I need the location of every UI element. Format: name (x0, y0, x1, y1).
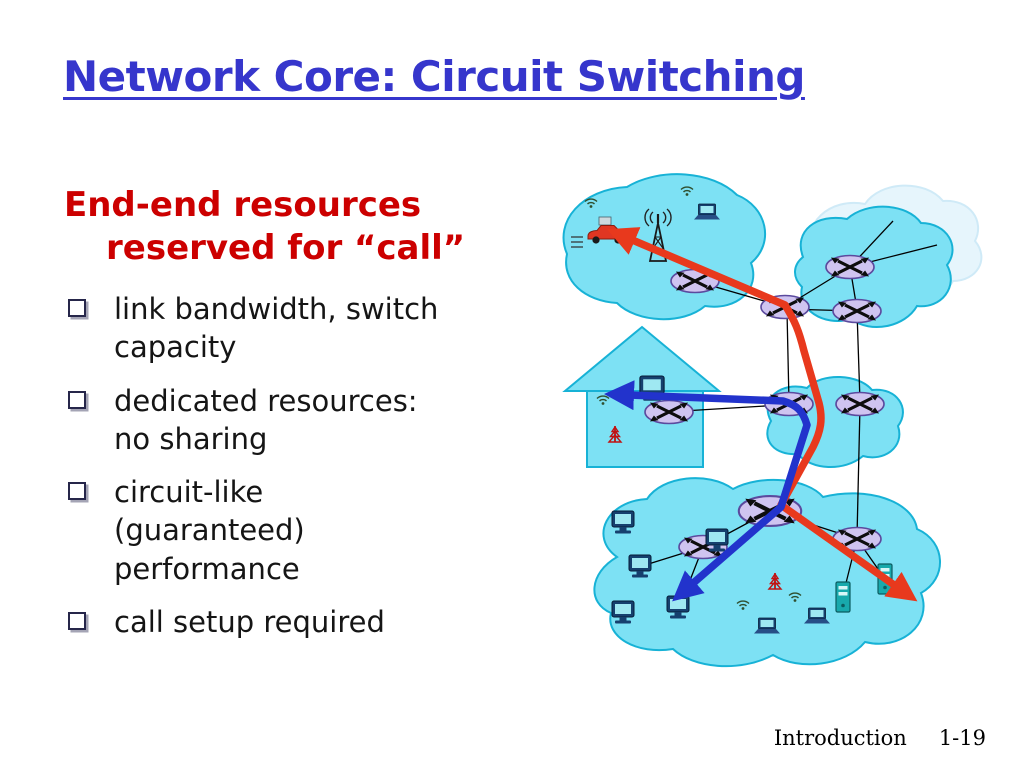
cloud-top (562, 173, 766, 321)
bullet-text: circuit-like (guaranteed) performance (114, 475, 305, 586)
network-diagram (562, 173, 983, 668)
bullet-text: call setup required (114, 604, 385, 639)
bullet-square-icon (68, 390, 86, 409)
bullet-item: dedicated resources: no sharing (66, 382, 452, 459)
router-icon (831, 297, 883, 325)
motion-lines (571, 236, 583, 248)
cloud-middle-right (766, 375, 904, 469)
router-icon (834, 390, 886, 418)
bullet-list: link bandwidth, switch capacity dedicate… (66, 290, 452, 656)
server-icon (835, 581, 851, 613)
bullet-square-icon (68, 482, 86, 501)
bullet-square-icon (68, 299, 86, 317)
router-icon (643, 398, 695, 426)
red-circuit-path (606, 227, 918, 602)
blue-circuit-path (604, 380, 811, 602)
slide-footer: Introduction 1-19 (774, 726, 986, 750)
bullet-item: call setup required (66, 603, 452, 641)
slide-heading: End-end resources reserved for “call” (64, 185, 466, 269)
slide-title: Network Core: Circuit Switching (63, 52, 805, 101)
bullet-item: circuit-like (guaranteed) performance (66, 473, 452, 588)
bullet-text: dedicated resources: no sharing (114, 383, 418, 456)
footer-section: Introduction (773, 726, 907, 750)
bullet-text: link bandwidth, switch capacity (114, 292, 439, 365)
bullet-square-icon (68, 611, 86, 630)
footer-page-number: 1-19 (938, 726, 986, 750)
router-icon (824, 253, 876, 281)
bullet-item: link bandwidth, switch capacity (66, 290, 452, 367)
